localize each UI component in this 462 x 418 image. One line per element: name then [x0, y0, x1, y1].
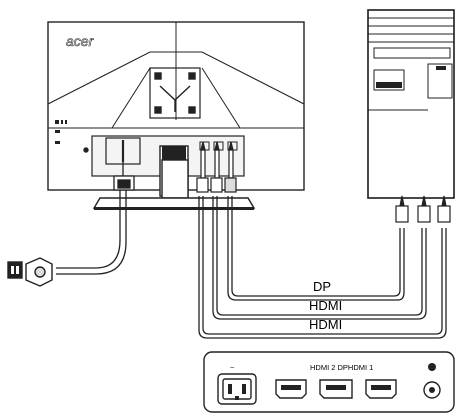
hdmi-cable-2b [198, 196, 447, 339]
side-buttons [55, 120, 67, 144]
io-panel [203, 351, 455, 413]
drive-bay [373, 47, 451, 59]
hdmi-cable-2 [202, 196, 443, 335]
stand-column [161, 159, 189, 199]
expansion-slot [436, 66, 446, 70]
stand-base-rim [94, 207, 254, 210]
monitor-plugs [196, 141, 237, 193]
headphone-icon [428, 363, 436, 371]
vesa-hole-br [188, 106, 196, 114]
wall-outlet-icon [7, 257, 53, 287]
monitor-contour-inner-right [201, 67, 241, 129]
expansion-panel [427, 63, 453, 99]
power-plug-icon [113, 175, 135, 191]
vesa-hole-tr [188, 72, 196, 80]
dp-cable [231, 196, 401, 297]
power-symbol: ~ [230, 363, 235, 372]
vesa-hole-tl [154, 72, 162, 80]
drive-slot [376, 82, 402, 88]
hdmi-cable-1 [216, 196, 423, 316]
monitor-contour-left [47, 51, 176, 105]
tower-body [367, 9, 455, 199]
pc-plugs [395, 195, 451, 223]
audio-jack-monitor [83, 147, 89, 153]
monitor-contour-inner-left [111, 67, 151, 129]
vesa-hole-bl [154, 106, 162, 114]
cables [56, 162, 447, 339]
dp-cable-b [227, 196, 405, 301]
monitor-contour-right [176, 51, 305, 105]
brand-logo: acer [66, 33, 95, 49]
hdmi-label-1: HDMI [309, 298, 342, 313]
stand-base [92, 197, 256, 209]
hdmi-label-2: HDMI [309, 317, 342, 332]
vesa-mount [149, 67, 201, 119]
dp-label: DP [313, 279, 331, 294]
vesa-arrow-mark [159, 85, 191, 112]
stand-clip [162, 146, 186, 162]
ports-label: HDMI 2 DPHDMI 1 [310, 363, 373, 372]
tower-side [367, 9, 455, 199]
pc-tower [367, 9, 455, 199]
monitor-stand [92, 159, 256, 210]
hdmi-cable-1b [212, 196, 427, 320]
power-cord-2 [56, 186, 127, 275]
